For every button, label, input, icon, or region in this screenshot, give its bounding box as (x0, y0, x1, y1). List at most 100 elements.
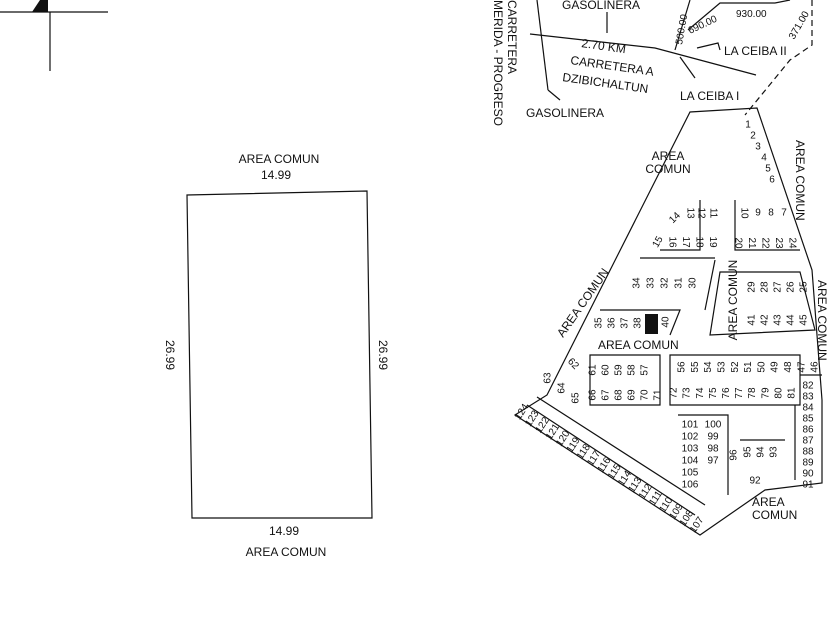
lot-number-28: 28 (760, 281, 771, 293)
lot-number-99: 99 (707, 432, 719, 443)
dim-371-label: 371.00 (787, 9, 812, 41)
lot-number-13: 13 (684, 207, 695, 219)
lot-number-21: 21 (746, 237, 757, 249)
lot-number-91: 91 (802, 480, 814, 491)
lot-number-57: 57 (640, 364, 651, 376)
lot-number-25: 25 (799, 281, 810, 293)
lot-number-63: 63 (543, 372, 554, 384)
lot-number-15: 15 (651, 234, 666, 250)
lot-number-61: 61 (588, 364, 599, 376)
lot-number-103: 103 (682, 444, 699, 455)
location-map: GASOLINERA GASOLINERA CARRETERA MERIDA -… (491, 0, 813, 126)
lot-number-32: 32 (660, 277, 671, 289)
lot-number-86: 86 (802, 425, 814, 436)
lot-number-37: 37 (620, 317, 631, 329)
dim-930-label: 930.00 (736, 9, 767, 20)
lot-number-33: 33 (646, 277, 657, 289)
lot-number-49: 49 (770, 361, 781, 373)
top-area-comun-label: AREA COMUN (239, 152, 320, 166)
lot-number-95: 95 (743, 446, 754, 458)
lot-number-11: 11 (707, 208, 718, 219)
area-comun-center: AREA COMUN (726, 260, 740, 341)
lot-number-60: 60 (601, 364, 612, 376)
lot-number-52: 52 (730, 361, 741, 373)
lot-number-59: 59 (614, 364, 625, 376)
lot-number-64: 64 (557, 382, 568, 394)
lot-number-81: 81 (787, 387, 798, 399)
la-ceiba-1-label: LA CEIBA I (680, 89, 739, 103)
right-depth-label: 26.99 (376, 340, 390, 370)
top-width-label: 14.99 (261, 168, 291, 182)
lot-number-6: 6 (769, 175, 775, 186)
lot-number-106: 106 (682, 480, 699, 491)
lot-number-82: 82 (802, 381, 814, 392)
lot-number-83: 83 (802, 392, 814, 403)
lot-number-58: 58 (627, 364, 638, 376)
lot-number-62: 62 (565, 356, 581, 372)
lot-number-8: 8 (768, 208, 774, 219)
lot-number-71: 71 (653, 389, 664, 401)
area-comun-north-2: COMUN (645, 162, 690, 176)
lot-number-77: 77 (734, 387, 745, 399)
lot-outline (186, 190, 373, 519)
lot-number-5: 5 (765, 164, 771, 175)
lot-number-47: 47 (796, 361, 807, 373)
lot-number-36: 36 (607, 317, 618, 329)
lot-number-97: 97 (707, 456, 719, 467)
lot-number-93: 93 (769, 446, 780, 458)
lot-number-100: 100 (705, 420, 722, 431)
dim-500-label: 500.00 (674, 13, 690, 45)
area-comun-east-1: AREA COMUN (793, 140, 807, 221)
lot-number-18: 18 (693, 236, 704, 248)
lot-plan: AREA COMUN 14.99 26.99 26.99 14.99 AREA … (163, 152, 390, 559)
lot-number-78: 78 (747, 387, 758, 399)
lot-number-17: 17 (680, 236, 691, 248)
lot-number-9: 9 (755, 208, 761, 219)
lot-number-74: 74 (695, 387, 706, 399)
lot-number-72: 72 (669, 387, 680, 399)
lot-number-2: 2 (750, 131, 756, 142)
lot-number-69: 69 (627, 389, 638, 401)
lot-number-30: 30 (688, 277, 699, 289)
lot-number-45: 45 (799, 314, 810, 326)
lot-number-10: 10 (738, 207, 749, 219)
lot-number-14: 14 (667, 210, 683, 226)
lot-number-70: 70 (640, 389, 651, 401)
lot-number-102: 102 (682, 432, 699, 443)
lot-number-75: 75 (708, 387, 719, 399)
lot-number-50: 50 (756, 361, 767, 373)
lot-number-94: 94 (756, 446, 767, 458)
lot-number-68: 68 (614, 389, 625, 401)
lot-number-31: 31 (674, 277, 685, 289)
la-ceiba-2-label: LA CEIBA II (724, 44, 787, 58)
lot-number-67: 67 (601, 389, 612, 401)
area-comun-south-2: COMUN (752, 508, 797, 522)
gasolinera-bottom-label: GASOLINERA (526, 106, 604, 120)
area-comun-north-1: AREA (652, 149, 685, 163)
lot-number-98: 98 (707, 444, 719, 455)
lot-number-22: 22 (759, 237, 770, 249)
highway-label-1: CARRETERA (505, 0, 519, 74)
lot-number-20: 20 (732, 237, 743, 249)
lot-number-85: 85 (802, 414, 814, 425)
lot-number-89: 89 (802, 458, 814, 469)
bottom-width-label: 14.99 (269, 524, 299, 538)
area-comun-middle: AREA COMUN (598, 338, 679, 352)
area-comun-south-1: AREA (752, 495, 785, 509)
selected-lot-39 (645, 314, 658, 334)
lot-number-51: 51 (743, 361, 754, 373)
lot-number-40: 40 (661, 316, 672, 328)
lot-number-56: 56 (677, 361, 688, 373)
north-arrow-icon (0, 0, 108, 71)
lot-number-101: 101 (682, 420, 699, 431)
lot-number-104: 104 (682, 456, 699, 467)
lot-number-26: 26 (786, 281, 797, 293)
lot-number-42: 42 (760, 314, 771, 326)
lot-number-105: 105 (682, 468, 699, 479)
lot-number-84: 84 (802, 403, 814, 414)
lot-number-48: 48 (783, 361, 794, 373)
gasolinera-top-label: GASOLINERA (562, 0, 640, 12)
distance-label: 2.70 KM (581, 36, 627, 56)
lot-number-12: 12 (695, 207, 706, 219)
